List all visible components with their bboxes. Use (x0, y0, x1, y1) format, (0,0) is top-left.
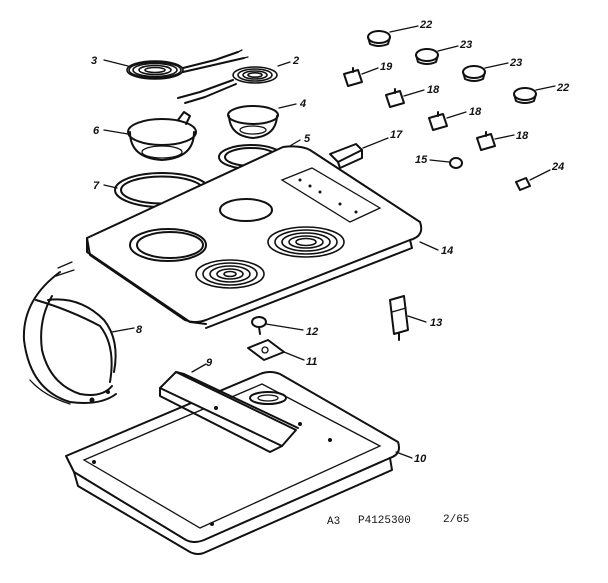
leader-18b (446, 111, 467, 119)
receptacle-13 (389, 295, 409, 341)
leader-13 (407, 315, 427, 323)
wire-harness (22, 261, 117, 405)
callout-22a: 22 (419, 19, 432, 31)
callout-18b: 18 (469, 106, 482, 118)
leader-9 (191, 363, 207, 373)
leader-18a (403, 89, 425, 97)
callout-18a: 18 (427, 84, 440, 96)
leader-8 (111, 327, 135, 333)
switch-bracket (329, 143, 363, 169)
callout-8: 8 (136, 324, 143, 336)
clip-16 (449, 157, 463, 169)
footer-date: 2/65 (443, 514, 469, 526)
callout-10: 10 (414, 453, 427, 465)
callout-4: 4 (299, 98, 306, 110)
footer-code: A3 (327, 516, 340, 528)
infinite-switch-18c (476, 131, 496, 151)
callout-12: 12 (306, 326, 318, 338)
infinite-switch-19 (343, 67, 363, 87)
footer-part-number: P4125300 (358, 515, 411, 527)
callout-15: 15 (415, 154, 428, 166)
leader-22b (535, 85, 556, 91)
infinite-switch-18b (428, 111, 448, 131)
callout-7: 7 (93, 180, 100, 192)
callout-14: 14 (441, 245, 453, 257)
control-knob-23a (415, 48, 439, 65)
callout-23b: 23 (509, 57, 522, 69)
leader-12 (265, 323, 304, 331)
callout-3: 3 (91, 55, 97, 67)
leader-11 (283, 351, 305, 361)
leader-10 (395, 451, 413, 459)
leader-16 (429, 159, 450, 163)
leader-22a (389, 25, 419, 33)
leader-7 (103, 184, 118, 189)
leader-18c (494, 134, 515, 140)
leader-23b (484, 62, 509, 69)
screw-12 (251, 316, 267, 335)
leader-23a (437, 45, 459, 52)
control-knob-22b (513, 87, 537, 104)
leader-14 (419, 241, 439, 251)
leader-24 (529, 169, 551, 181)
control-knob-22a (367, 30, 391, 47)
drip-bowl-small (227, 105, 279, 139)
callout-19: 19 (380, 61, 393, 73)
support-channel (159, 371, 299, 453)
control-knob-23b (462, 65, 486, 82)
callout-17: 17 (390, 129, 403, 141)
leader-3 (103, 59, 129, 67)
callout-6: 6 (93, 125, 100, 137)
callout-23a: 23 (459, 39, 472, 51)
callout-9: 9 (206, 357, 213, 369)
callout-2: 2 (292, 55, 299, 67)
callout-24: 24 (551, 161, 564, 173)
leader-6 (103, 129, 129, 135)
infinite-switch-18a (385, 88, 405, 108)
callout-5: 5 (304, 133, 311, 145)
surface-element-large (126, 49, 249, 80)
drip-bowl-large (127, 111, 197, 161)
bracket-11 (247, 339, 285, 361)
leader-19 (361, 67, 379, 75)
cooktop-panel (86, 145, 423, 329)
leader-2 (277, 61, 291, 67)
callout-18c: 18 (516, 130, 529, 142)
indicator-light (515, 177, 531, 191)
leader-4 (278, 103, 297, 109)
surface-element-small (177, 66, 278, 104)
callout-11: 11 (306, 356, 317, 368)
callout-22b: 22 (556, 82, 569, 94)
callout-13: 13 (430, 317, 442, 329)
leader-17 (362, 137, 389, 149)
